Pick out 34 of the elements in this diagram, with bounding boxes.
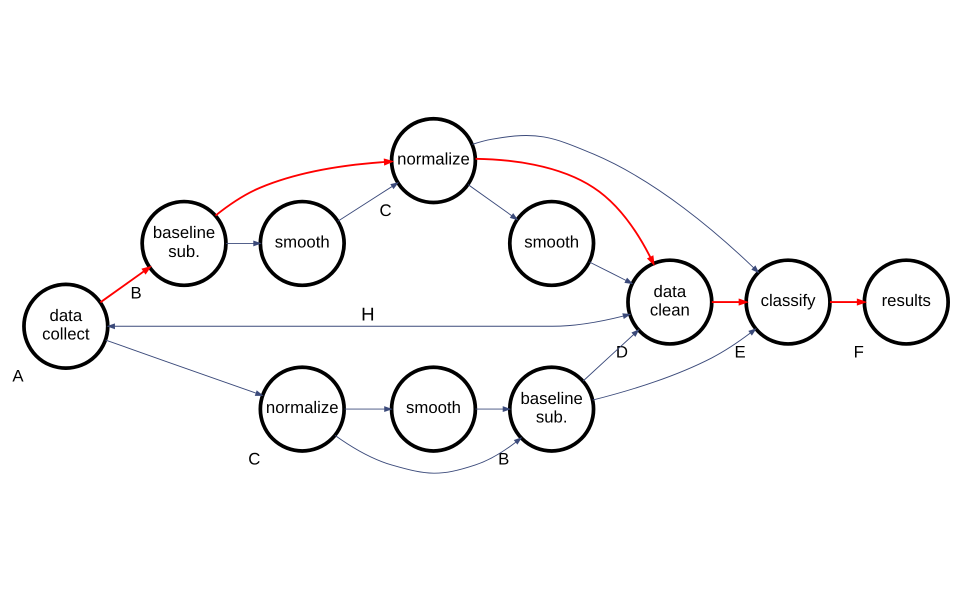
edge-label: H: [361, 304, 375, 325]
arrow: [592, 328, 757, 401]
arrow: [830, 298, 868, 306]
arrow: [476, 158, 655, 266]
arrow: [712, 298, 749, 306]
arrow: [472, 135, 760, 274]
arrow: [214, 158, 394, 216]
node-label: A: [12, 366, 24, 386]
node-circle: smooth: [258, 200, 346, 288]
node-circle: classify: [744, 258, 832, 346]
arrow: [582, 329, 640, 382]
node-label: E: [734, 342, 746, 362]
node-label: D: [616, 342, 628, 362]
arrow: [105, 340, 264, 396]
node-circle: data clean: [626, 258, 714, 346]
arrow: [106, 313, 632, 330]
node-label: C: [379, 200, 392, 220]
node-circle: data collect: [22, 282, 110, 370]
arrow: [588, 262, 634, 284]
arrow: [100, 266, 152, 304]
node-circle: baseline sub.: [508, 365, 596, 453]
node-label: F: [854, 342, 864, 362]
node-label: C: [248, 449, 260, 468]
arrow: [468, 184, 518, 220]
arrow: [474, 406, 512, 412]
arrow: [337, 182, 399, 222]
node-label: B: [498, 449, 510, 468]
arrow: [344, 406, 393, 412]
arrow: [334, 434, 522, 474]
node-label: B: [130, 284, 142, 303]
node-circle: normalize: [258, 365, 346, 453]
node-circle: smooth: [390, 365, 478, 453]
arrow: [226, 240, 262, 246]
node-circle: results: [862, 258, 950, 346]
